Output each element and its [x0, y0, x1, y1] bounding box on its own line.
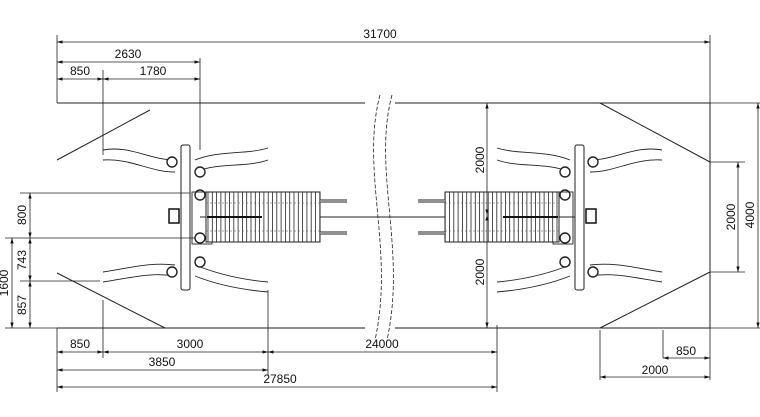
dim-right-4000: 4000	[743, 201, 757, 228]
rope-arms-bottom	[496, 263, 663, 293]
anchor-circle	[559, 189, 571, 201]
anchor-circle	[194, 189, 206, 201]
dim-left-857: 857	[15, 295, 29, 315]
dim-top-offset: 2630	[115, 47, 142, 61]
rope-arms-bottom	[102, 263, 269, 293]
anchor-circle	[194, 166, 206, 178]
dim-bottom-24000: 24000	[365, 337, 399, 351]
anchor-circle	[194, 232, 206, 244]
dim-bottom-3850: 3850	[149, 355, 176, 369]
rope-arms-top	[496, 147, 663, 173]
right-platform	[418, 144, 663, 293]
seat-block	[585, 208, 597, 224]
anchor-circle	[166, 156, 178, 168]
post	[574, 144, 585, 291]
left-platform	[102, 144, 347, 293]
dim-br-850: 850	[676, 344, 696, 358]
dim-br-2000: 2000	[642, 363, 669, 377]
dim-center-upper-2000: 2000	[473, 146, 487, 173]
dimension-lines	[5, 35, 760, 392]
dim-bottom-3000: 3000	[177, 337, 204, 351]
dim-left-1600: 1600	[0, 269, 11, 296]
dim-top-b: 1780	[140, 64, 167, 78]
runner-bars-inner	[320, 200, 347, 234]
runner-bars-inner	[418, 200, 445, 234]
dim-right-2000: 2000	[724, 203, 738, 230]
dim-left-743: 743	[15, 250, 29, 270]
dim-center-lower-2000: 2000	[473, 258, 487, 285]
anchor-circle	[587, 156, 599, 168]
dim-bottom-27850: 27850	[263, 372, 297, 386]
anchor-circle	[559, 166, 571, 178]
anchor-circle	[559, 256, 571, 268]
dim-total-length: 31700	[363, 27, 397, 41]
site-boundary	[56, 94, 711, 341]
anchor-circle	[587, 266, 599, 278]
dim-bottom-850: 850	[70, 337, 90, 351]
anchor-circle	[559, 232, 571, 244]
dim-left-800: 800	[15, 205, 29, 225]
post	[180, 144, 191, 291]
anchor-circle	[166, 266, 178, 278]
rope-arms-top	[102, 147, 269, 173]
anchor-circle	[194, 256, 206, 268]
dim-top-a: 850	[70, 64, 90, 78]
seat-block	[168, 208, 180, 224]
